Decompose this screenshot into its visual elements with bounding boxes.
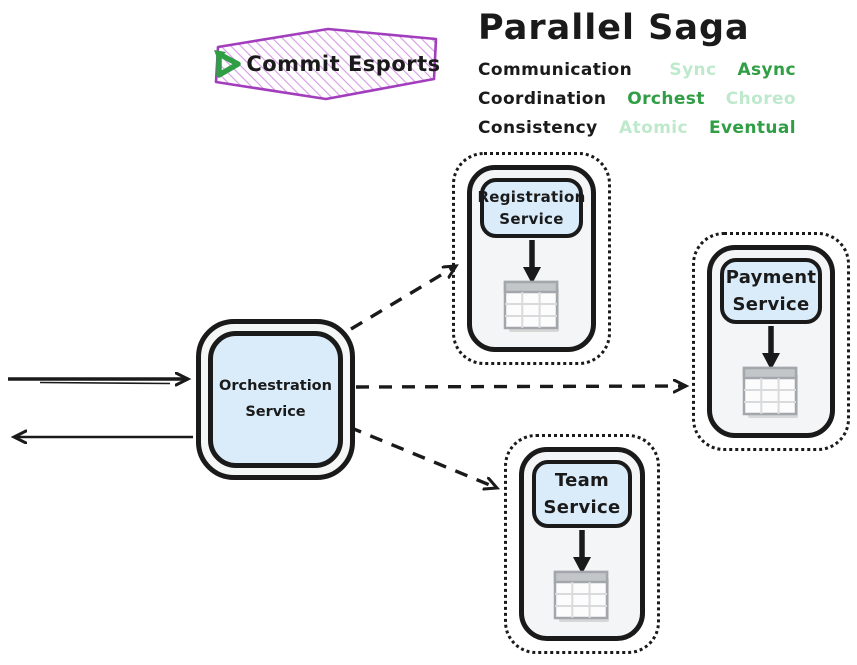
edge-incoming-request-arrow-sketch-line (39, 381, 171, 385)
legend-row-communication: Communication Sync Async (478, 60, 796, 89)
edge-orchestration-to-payment (355, 386, 686, 387)
saga-properties-legend: Communication Sync Async Coordination Or… (478, 60, 796, 147)
registration-service-container: Registration Service (452, 152, 611, 365)
team-service-boundary: Team Service (519, 447, 645, 641)
legend-option-eventual: Eventual (708, 118, 796, 138)
payment-service-boundary: Payment Service (707, 245, 835, 438)
commit-esports-banner: Commit Esports (208, 24, 444, 104)
commit-play-icon (214, 50, 242, 78)
legend-label: Communication (478, 60, 633, 80)
page-title: Parallel Saga (478, 8, 750, 48)
banner-content: Commit Esports (208, 24, 444, 104)
edge-orchestration-to-registration (350, 266, 456, 331)
team-service-node: Team Service (532, 460, 632, 528)
banner-hexagon-shape (214, 27, 438, 101)
service-to-database-arrow-icon (573, 530, 591, 574)
legend-row-consistency: Consistency Atomic Eventual (478, 118, 796, 147)
legend-options: Orchest Choreo (612, 89, 796, 109)
payment-service-container: Payment Service (692, 232, 850, 451)
legend-row-coordination: Coordination Orchest Choreo (478, 89, 796, 118)
legend-option-atomic: Atomic (619, 118, 689, 138)
orchestration-service-label: Orchestration Service (208, 331, 343, 468)
service-to-database-arrow-icon (522, 240, 541, 284)
banner-label: Commit Esports (246, 52, 441, 76)
registration-service-boundary: Registration Service (467, 165, 596, 352)
legend-option-choreo: Choreo (725, 89, 796, 109)
legend-options: Sync Async (654, 60, 796, 80)
legend-option-sync: Sync (669, 60, 717, 80)
registration-service-node: Registration Service (477, 178, 585, 238)
database-table-icon (503, 280, 559, 332)
legend-option-async: Async (737, 60, 796, 80)
legend-options: Atomic Eventual (604, 118, 796, 138)
orchestration-service-node: Orchestration Service (196, 319, 355, 480)
legend-label: Coordination (478, 89, 607, 109)
database-table-icon (553, 570, 609, 622)
legend-option-orchest: Orchest (627, 89, 705, 109)
database-table-icon (742, 366, 798, 418)
service-to-database-arrow-icon (762, 326, 780, 370)
legend-label: Consistency (478, 118, 598, 138)
payment-service-node: Payment Service (720, 258, 822, 324)
edge-orchestration-to-team (348, 425, 497, 488)
team-service-container: Team Service (504, 434, 660, 654)
